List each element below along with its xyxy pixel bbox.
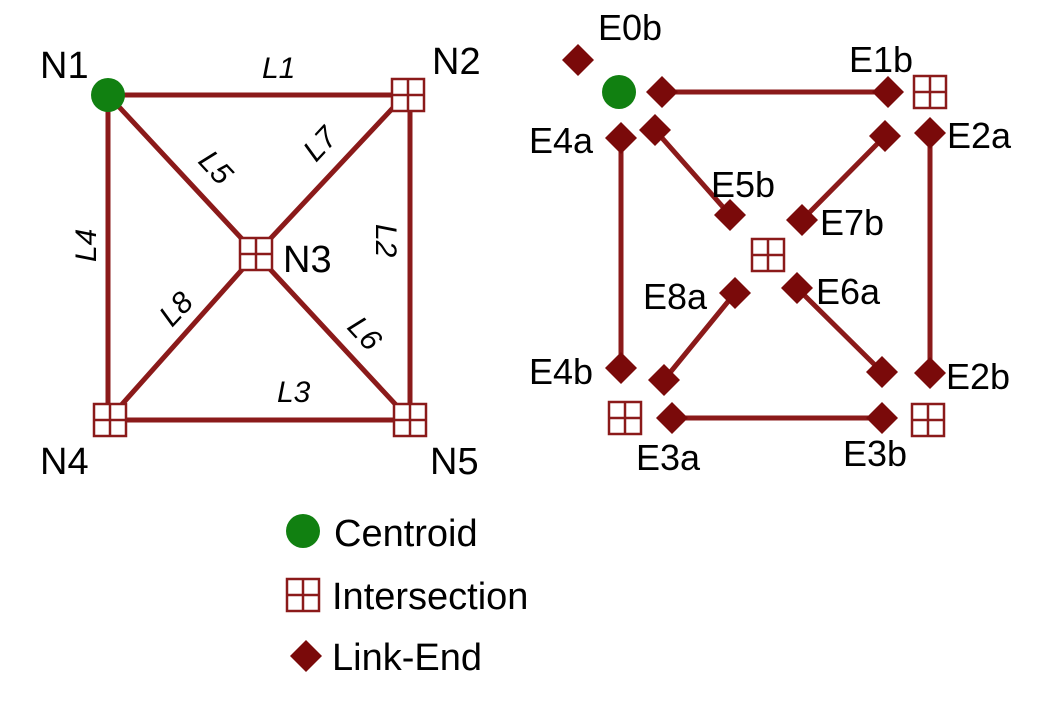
node-label-n5: N5 [430, 441, 479, 483]
link-end-label-e2b: E2b [946, 356, 1010, 397]
link-end-label-e1b: E1b [849, 39, 913, 80]
connection-diag-5 [652, 127, 733, 218]
legend-intersection-label: Intersection [332, 576, 528, 618]
nodes [91, 77, 428, 438]
legend: Centroid Intersection Link-End [285, 513, 528, 679]
link-label-l4: L4 [70, 229, 103, 262]
link-end-e2a [914, 117, 946, 149]
legend-link-end-icon [290, 640, 322, 672]
intersection-right-bottom-right [910, 402, 946, 438]
link-label-l5: L5 [192, 144, 239, 191]
link-end-label-e4b: E4b [529, 351, 593, 392]
legend-centroid-label: Centroid [334, 513, 478, 555]
link-end-label-e3b: E3b [843, 433, 907, 474]
link-end-label-e2a: E2a [947, 115, 1012, 156]
legend-link-end-label: Link-End [332, 637, 482, 679]
node-label-n2: N2 [432, 41, 481, 83]
intersection-n3 [238, 236, 274, 272]
link-label-l2: L2 [369, 224, 402, 258]
link-end-e1b [872, 76, 904, 108]
link-l5 [105, 92, 259, 257]
connection-diag-6 [794, 285, 885, 375]
link-l6 [253, 251, 413, 423]
right-centroid-and-intersections [602, 74, 948, 438]
link-end-e4b [605, 352, 637, 384]
link-end-e4a [605, 122, 637, 154]
link-end-label-e5b: E5b [711, 164, 775, 205]
link-end-top-left [646, 76, 678, 108]
link-end-label-e4a: E4a [529, 120, 594, 161]
intersection-right-bottom-left [607, 400, 643, 436]
intersection-n5 [392, 402, 428, 438]
node-network: N1 N2 N3 N4 N5 L1 L2 L3 L4 L5 L6 L7 L8 [40, 41, 481, 483]
link-end-e3a [656, 402, 688, 434]
link-end-connections [618, 89, 933, 421]
node-label-n4: N4 [40, 441, 89, 483]
intersection-right-center [750, 237, 786, 273]
link-end-labels: E0b E1b E2a E4a E5b E7b E8a E6a E4b E2b … [529, 7, 1012, 478]
link-label-l7: L7 [297, 120, 345, 168]
link-end-e3b [866, 402, 898, 434]
link-label-l1: L1 [262, 52, 295, 85]
link-l8 [105, 251, 259, 423]
connection-diag-7 [799, 133, 888, 223]
intersection-right-top [912, 74, 948, 110]
link-end-label-e3a: E3a [636, 437, 701, 478]
node-label-n1: N1 [40, 45, 89, 87]
link-l7 [253, 92, 408, 257]
link-end-e2b [914, 357, 946, 389]
link-end-label-e8a: E8a [643, 276, 708, 317]
node-labels: N1 N2 N3 N4 N5 [40, 41, 481, 483]
intersection-n4 [92, 402, 128, 438]
centroid-right [602, 75, 636, 109]
legend-centroid-icon [286, 514, 320, 548]
link-end-label-e6a: E6a [816, 271, 881, 312]
node-label-n3: N3 [283, 239, 332, 281]
legend-intersection-icon [285, 577, 321, 613]
intersection-n2 [390, 77, 426, 113]
link-label-l3: L3 [277, 376, 311, 409]
connection-diag-8 [661, 290, 738, 383]
links [105, 92, 413, 423]
link-end-label-e0b: E0b [598, 7, 662, 48]
link-end-network: E0b E1b E2a E4a E5b E7b E8a E6a E4b E2b … [529, 7, 1012, 478]
link-end-e0b [562, 44, 594, 76]
link-end-label-e7b: E7b [820, 202, 884, 243]
centroid-n1 [91, 78, 125, 112]
